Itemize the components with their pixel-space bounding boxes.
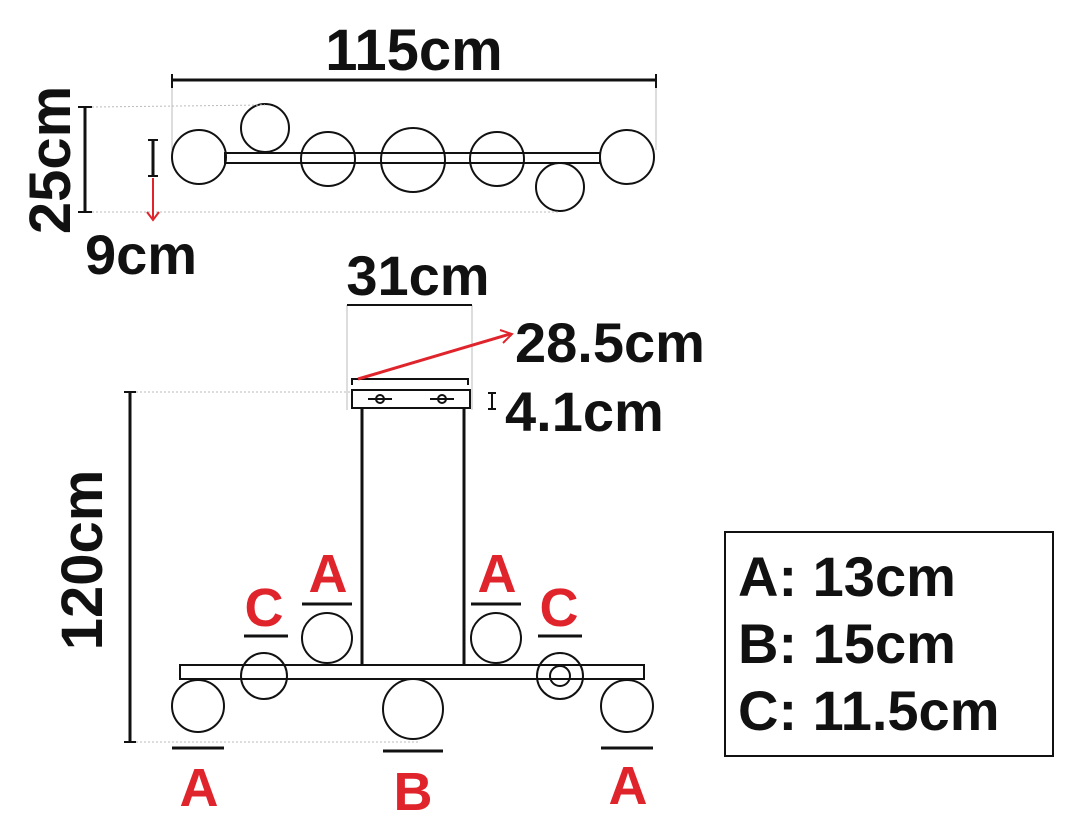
width-label: 115cm xyxy=(325,18,502,83)
legend-b: B: 15cm xyxy=(738,612,956,675)
canopy-width-label: 28.5cm xyxy=(515,311,705,374)
label-b: B xyxy=(394,762,433,822)
label-c: C xyxy=(540,578,579,638)
shade-labels: A A C C A B A xyxy=(180,544,648,822)
canopy-length-label: 31cm xyxy=(346,244,489,307)
top-view xyxy=(78,74,657,222)
legend-a: A: 13cm xyxy=(738,545,956,608)
offset-label: 9cm xyxy=(85,223,197,286)
canopy-height-label: 4.1cm xyxy=(505,380,664,443)
side-height-label: 25cm xyxy=(18,86,83,234)
size-legend: A: 13cm B: 15cm C: 11.5cm xyxy=(724,531,1054,757)
front-view xyxy=(124,304,654,753)
total-height-label: 120cm xyxy=(50,470,115,651)
label-c: C xyxy=(245,578,284,638)
label-a: A xyxy=(609,756,648,816)
label-a: A xyxy=(180,758,219,818)
label-a: A xyxy=(478,544,517,604)
legend-c: C: 11.5cm xyxy=(738,679,1000,742)
label-a: A xyxy=(309,544,348,604)
